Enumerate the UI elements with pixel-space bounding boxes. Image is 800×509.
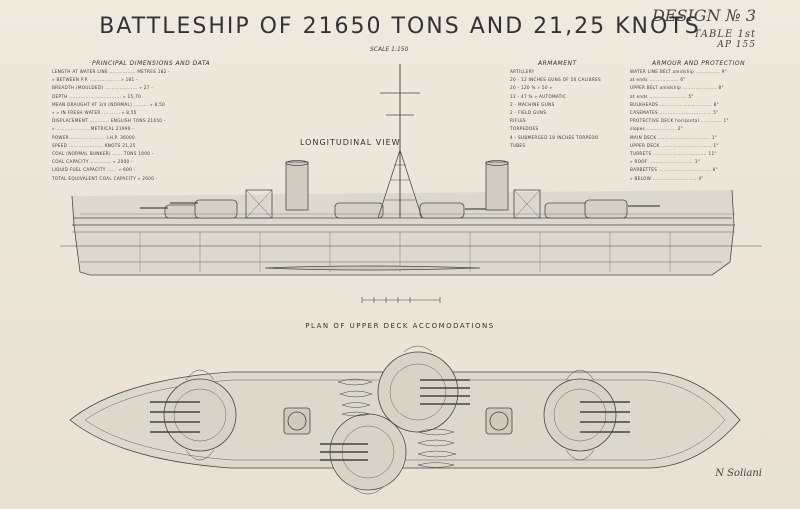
armour-header: ARMOUR AND PROTECTION <box>652 60 746 67</box>
armour-row: CASEMATES ..............................… <box>630 110 719 116</box>
dimensions-row: COAL CAPACITY ............. » 2000 - <box>52 159 133 165</box>
armour-row: » BELOW ........................... 4" <box>630 175 704 181</box>
armament-row: 2 - FIELD GUNS <box>510 110 547 116</box>
armament-table: ARTILLERY 20 - 12 INCHES GUNS OF 50 CALI… <box>510 68 601 150</box>
dimensions-row: LIQUID FUEL CAPACITY ...... » 600 - <box>52 167 136 173</box>
armour-row: PROTECTIVE DECK horizontal .............… <box>630 118 729 124</box>
armour-row: BULKHEADS ..............................… <box>630 101 719 107</box>
tripod-mast <box>377 148 423 219</box>
armament-row: RIFLES <box>510 118 526 124</box>
dimensions-table: LENGTH AT WATER LINE ................ ME… <box>52 68 170 183</box>
funnel-fore <box>285 161 309 211</box>
design-label: DESIGN № 3 <box>651 6 756 25</box>
signature: N Soliani <box>715 468 762 479</box>
armament-row: 20 - 120 % » 50 » <box>510 85 553 91</box>
design-ref: AP 155 <box>717 40 756 50</box>
armament-row: 20 - 12 INCHES GUNS OF 50 CALIBRES <box>510 77 602 83</box>
plan-turret-4 <box>543 378 617 452</box>
drawing-title: BATTLESHIP OF 21650 TONS AND 21,25 KNOTS <box>99 14 701 39</box>
longitudinal-view-label: LONGITUDINAL VIEW <box>300 138 401 147</box>
turret-f <box>584 199 628 219</box>
plan-turret-1 <box>163 378 237 452</box>
dimensions-row: POWER ..................... I.H.P. 36000 <box>52 134 135 140</box>
armour-row: WATER LINE BELT amidship ...............… <box>630 69 727 74</box>
plan-view-label: PLAN OF UPPER DECK ACCOMODATIONS <box>305 322 495 330</box>
design-block: DESIGN № 3 TABLE 1st AP 155 <box>652 6 756 50</box>
armament-row: TUBES <box>510 142 526 148</box>
armament-row: ARTILLERY <box>510 69 535 74</box>
armour-row: UPPER DECK .............................… <box>630 142 719 148</box>
armour-row: slopes .................. 2" <box>630 126 683 132</box>
armament-header: ARMAMENT <box>538 60 577 67</box>
armour-row: BARBETTES ..............................… <box>630 167 718 173</box>
armour-table: WATER LINE BELT amidship ...............… <box>630 68 729 183</box>
bridge-fore <box>245 189 273 219</box>
funnel-aft <box>485 161 509 211</box>
armour-row: UPPER BELT amidship ....................… <box>630 85 724 91</box>
dimensions-row: DISPLACEMENT ............ ENGLISH TONS 2… <box>52 118 166 124</box>
armour-row: TURRETS ................................… <box>630 151 717 157</box>
armour-row: at ends .................. 6" <box>630 77 686 83</box>
scale-label: SCALE 1:150 <box>370 46 409 53</box>
dimensions-row: DEPTH ................................ »… <box>52 93 142 99</box>
dimensions-row: COAL (NORMAL BUNKER) ...... TONS 1000 - <box>52 151 154 157</box>
scale-bar <box>361 297 441 303</box>
armament-row: TORPEDOES <box>510 126 539 132</box>
dimensions-row: LENGTH AT WATER LINE ................ ME… <box>52 69 171 74</box>
turret-b <box>194 199 238 219</box>
armament-row: 2 - MACHINE GUNS <box>510 101 555 107</box>
dimensions-row: MEAN DRAUGHT AT 3/4 (NORMAL) ......... »… <box>52 101 166 107</box>
design-table: TABLE 1st <box>693 29 756 40</box>
upper-deck-plan-drawing <box>69 345 741 495</box>
dimensions-header: PRINCIPAL DIMENSIONS AND DATA <box>92 60 211 67</box>
dimensions-row: » BETWEEN P.P. .................. » 181 … <box>52 77 138 83</box>
armour-row: at ends ....................... 5" <box>630 93 694 99</box>
dimensions-row: BREADTH (MOULDED) .................... »… <box>52 85 154 91</box>
plan-boats <box>337 378 457 468</box>
armour-row: MAIN DECK ..............................… <box>630 134 718 140</box>
turret-c <box>334 202 384 219</box>
bridge-aft <box>513 189 541 219</box>
dimensions-row: » .................... METRICAL 21990 - <box>52 126 135 132</box>
dimensions-row: SPEED ..................... KNOTS 21,25 <box>52 142 136 148</box>
armour-row: » ROOF ........................... 3" <box>630 159 701 165</box>
armament-row: 4 - SUBMERGED 18 INCHES TORPEDO <box>510 134 599 140</box>
turret-d <box>419 202 465 219</box>
dimensions-row: TOTAL EQUIVALENT COAL CAPACITY » 2600 - <box>52 175 158 181</box>
armament-row: 12 - 47 % » AUTOMATIC <box>510 93 567 99</box>
dimensions-row: » » IN FRESH WATER ........... » 8,55 <box>52 110 137 116</box>
